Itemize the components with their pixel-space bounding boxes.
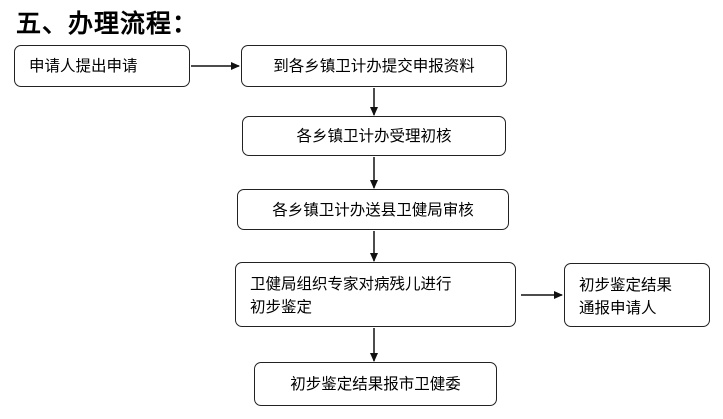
- step-organize-line1: 卫健局组织专家对病残儿进行: [250, 275, 452, 293]
- step-apply-box: 申请人提出申请: [14, 45, 190, 87]
- step-apply-label: 申请人提出申请: [29, 57, 138, 75]
- step-send-label: 各乡镇卫计办送县卫健局审核: [272, 200, 474, 219]
- step-report-label: 初步鉴定结果报市卫健委: [290, 375, 461, 393]
- step-accept-label: 各乡镇卫计办受理初核: [296, 127, 452, 145]
- step-submit-label: 到各乡镇卫计办提交申报资料: [273, 57, 475, 75]
- step-notify-line2: 通报申请人: [579, 299, 657, 317]
- step-send-box: 各乡镇卫计办送县卫健局审核: [237, 189, 509, 230]
- step-notify-box: 初步鉴定结果 通报申请人: [564, 263, 710, 327]
- step-notify-line1: 初步鉴定结果: [579, 276, 673, 294]
- step-accept-box: 各乡镇卫计办受理初核: [242, 116, 506, 156]
- step-organize-line2: 初步鉴定: [250, 298, 313, 316]
- section-title: 五、办理流程：: [16, 9, 199, 38]
- step-submit-box: 到各乡镇卫计办提交申报资料: [241, 45, 507, 87]
- step-report-box: 初步鉴定结果报市卫健委: [254, 362, 497, 406]
- step-organize-box: 卫健局组织专家对病残儿进行 初步鉴定: [235, 262, 516, 327]
